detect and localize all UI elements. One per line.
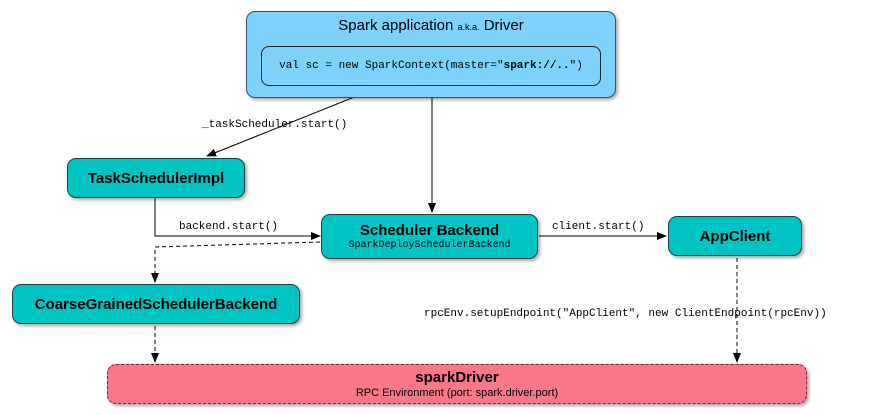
coarse-grained-label: CoarseGrainedSchedulerBackend: [34, 295, 278, 313]
driver-code-prefix: val sc = new SparkContext(master=": [279, 60, 504, 72]
edge-label-client-start: client.start(): [552, 221, 645, 233]
driver-code-master: spark://..: [503, 60, 570, 72]
spark-driver-node: sparkDriver RPC Environment (port: spark…: [107, 364, 807, 404]
driver-code-box: val sc = new SparkContext(master="spark:…: [261, 46, 601, 86]
coarse-grained-node: CoarseGrainedSchedulerBackend: [12, 284, 300, 324]
scheduler-backend-node: Scheduler Backend SparkDeploySchedulerBa…: [321, 214, 538, 259]
scheduler-backend-label: Scheduler Backend: [359, 221, 500, 239]
edge-backend-to-coarse: [151, 241, 321, 283]
app-client-node: AppClient: [668, 216, 802, 256]
edge-label-task-scheduler-start: _taskScheduler.start(): [202, 119, 348, 131]
edge-label-backend-start: backend.start(): [179, 221, 279, 233]
driver-code-suffix: "): [569, 60, 583, 72]
driver-title-main: Spark application: [338, 17, 454, 34]
spark-driver-label: sparkDriver: [415, 368, 499, 386]
driver-title-tail: Driver: [483, 17, 524, 34]
app-client-label: AppClient: [699, 227, 771, 245]
task-scheduler-impl-node: TaskSchedulerImpl: [67, 158, 245, 198]
scheduler-backend-sublabel: SparkDeploySchedulerBackend: [348, 239, 511, 251]
driver-box: Spark application a.k.a. Driver val sc =…: [246, 11, 616, 98]
spark-driver-sublabel: RPC Environment (port: spark.driver.port…: [355, 386, 559, 399]
task-scheduler-impl-label: TaskSchedulerImpl: [87, 169, 225, 187]
edge-label-setup-endpoint: rpcEnv.setupEndpoint("AppClient", new Cl…: [424, 308, 827, 320]
driver-title: Spark application a.k.a. Driver: [247, 17, 615, 34]
edge-backend-start: [154, 198, 321, 240]
driver-title-aka: a.k.a.: [457, 22, 480, 32]
